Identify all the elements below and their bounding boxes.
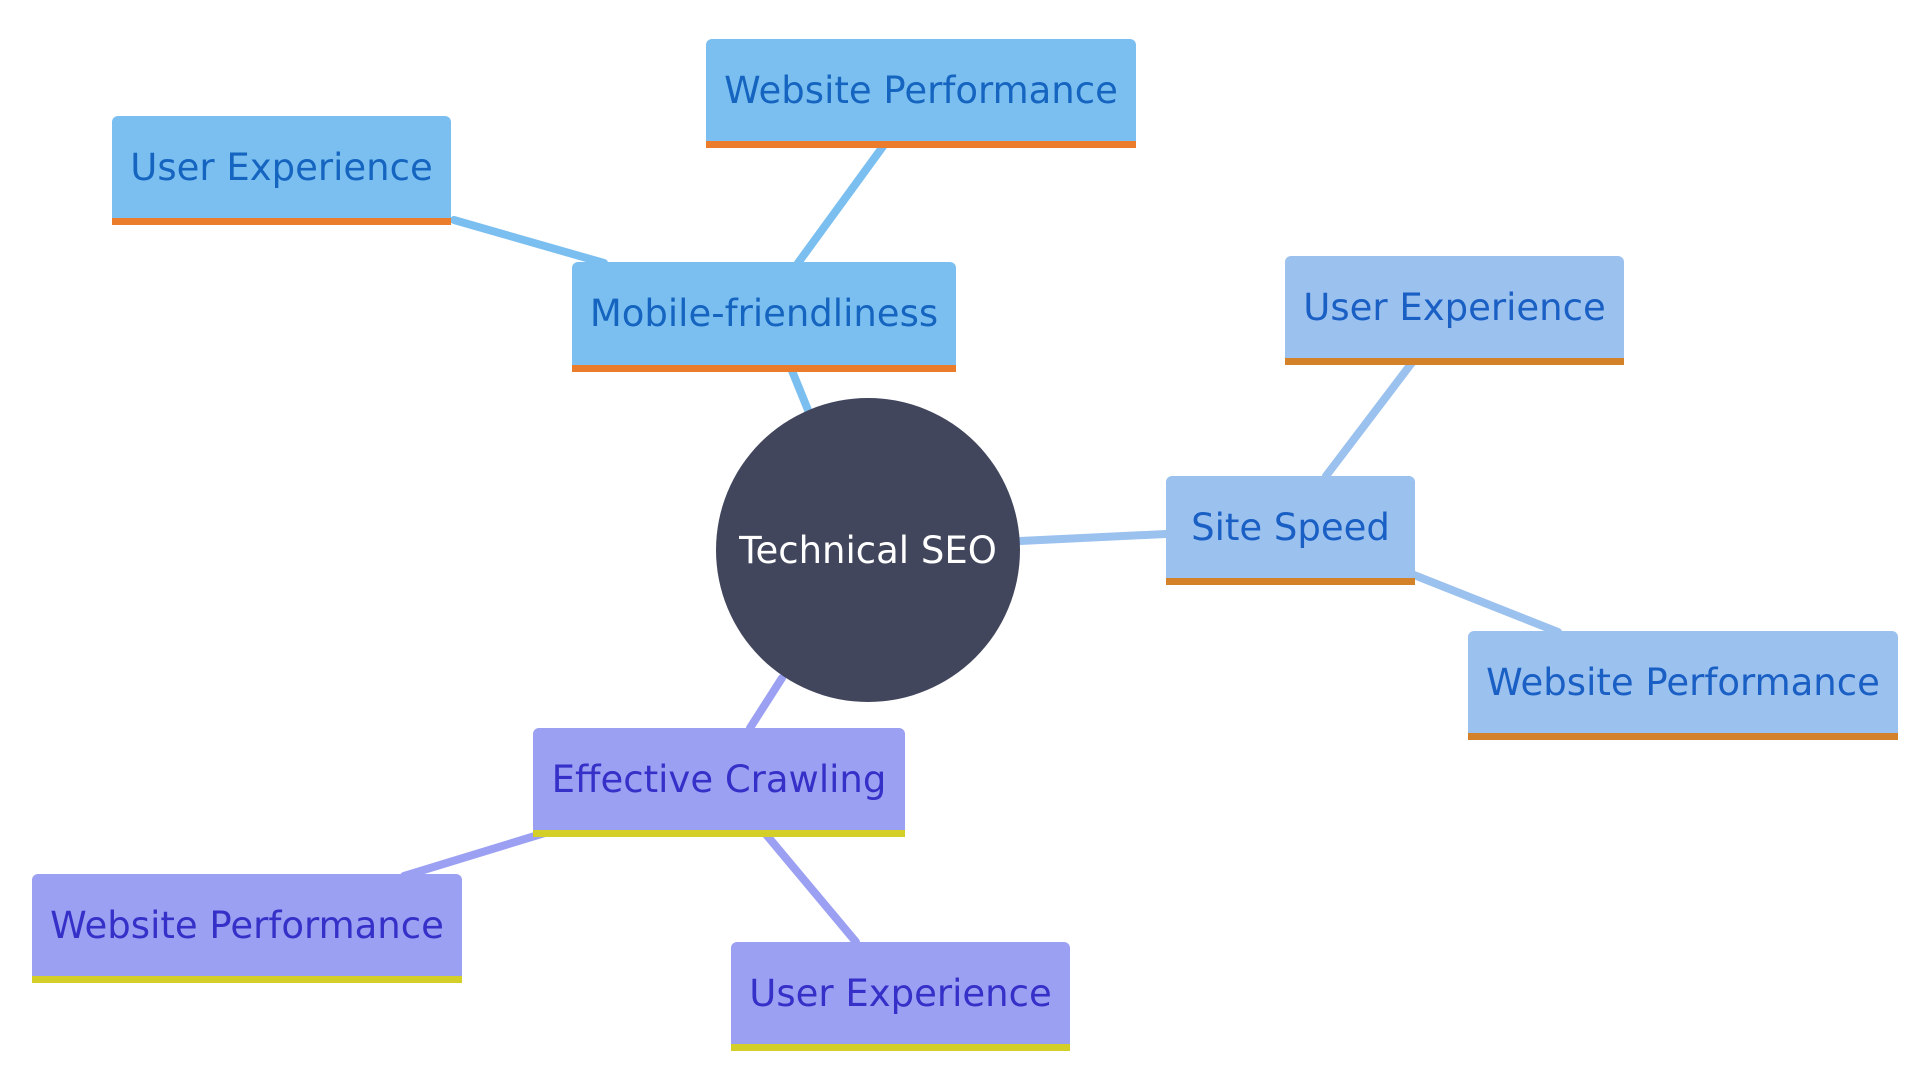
node-mobile-friendliness[interactable]: Mobile-friendliness xyxy=(572,262,956,372)
edge-sitespeed-user-experience xyxy=(1322,356,1418,480)
edge-crawling-website-performance xyxy=(400,828,552,880)
node-crawling-user-experience[interactable]: User Experience xyxy=(731,942,1070,1051)
node-sitespeed-user-experience[interactable]: User Experience xyxy=(1285,256,1624,365)
node-effective-crawling-label: Effective Crawling xyxy=(551,757,887,801)
root-node[interactable]: Technical SEO xyxy=(716,398,1020,702)
node-mobile-user-experience-label: User Experience xyxy=(130,145,433,189)
node-sitespeed-website-performance-label: Website Performance xyxy=(1486,660,1880,704)
node-site-speed-label: Site Speed xyxy=(1191,505,1390,549)
node-sitespeed-website-performance[interactable]: Website Performance xyxy=(1468,631,1898,740)
node-sitespeed-user-experience-label: User Experience xyxy=(1303,285,1606,329)
node-crawling-user-experience-label: User Experience xyxy=(749,971,1052,1015)
node-mobile-user-experience[interactable]: User Experience xyxy=(112,116,451,225)
node-effective-crawling[interactable]: Effective Crawling xyxy=(533,728,905,837)
node-mobile-website-performance-label: Website Performance xyxy=(724,68,1118,112)
edge-root-crawling xyxy=(746,674,786,732)
edge-mobile-user-experience xyxy=(450,216,608,267)
edge-root-sitespeed xyxy=(1016,530,1170,545)
node-crawling-website-performance[interactable]: Website Performance xyxy=(32,874,462,983)
node-mobile-friendliness-label: Mobile-friendliness xyxy=(589,292,939,335)
node-mobile-website-performance[interactable]: Website Performance xyxy=(706,39,1136,148)
edge-mobile-website-performance xyxy=(794,141,888,267)
root-node-label: Technical SEO xyxy=(739,528,997,572)
edge-crawling-user-experience xyxy=(760,828,860,946)
edge-sitespeed-website-performance xyxy=(1410,571,1562,636)
node-crawling-website-performance-label: Website Performance xyxy=(50,903,444,947)
node-site-speed[interactable]: Site Speed xyxy=(1166,476,1415,585)
